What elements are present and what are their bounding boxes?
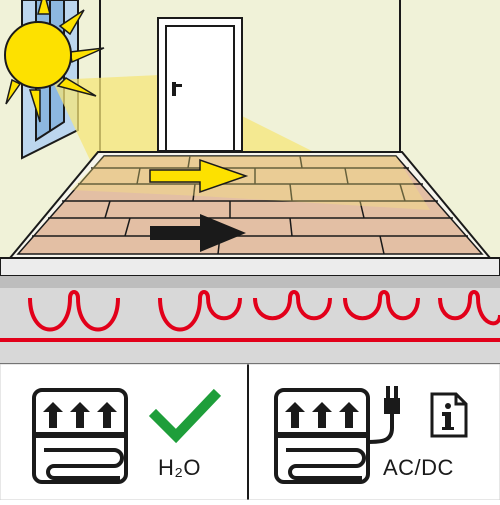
screed-layer	[0, 288, 500, 364]
room-scene	[0, 0, 500, 365]
door	[157, 17, 243, 152]
insulation-layer	[0, 276, 500, 288]
floor-heating-icon-right	[274, 388, 370, 484]
info-document-icon	[430, 392, 468, 438]
black-arrow-right	[150, 214, 246, 252]
yellow-arrow-right	[149, 158, 249, 194]
floor-slab	[0, 257, 500, 277]
power-type-label: AC/DC	[383, 455, 454, 480]
water-label: H₂O	[158, 455, 202, 480]
heating-pipe	[0, 290, 500, 342]
checkmark-icon	[148, 388, 222, 444]
power-plug-icon	[367, 386, 400, 444]
floor-heating-icon	[32, 388, 128, 484]
sun-icon	[4, 0, 105, 123]
